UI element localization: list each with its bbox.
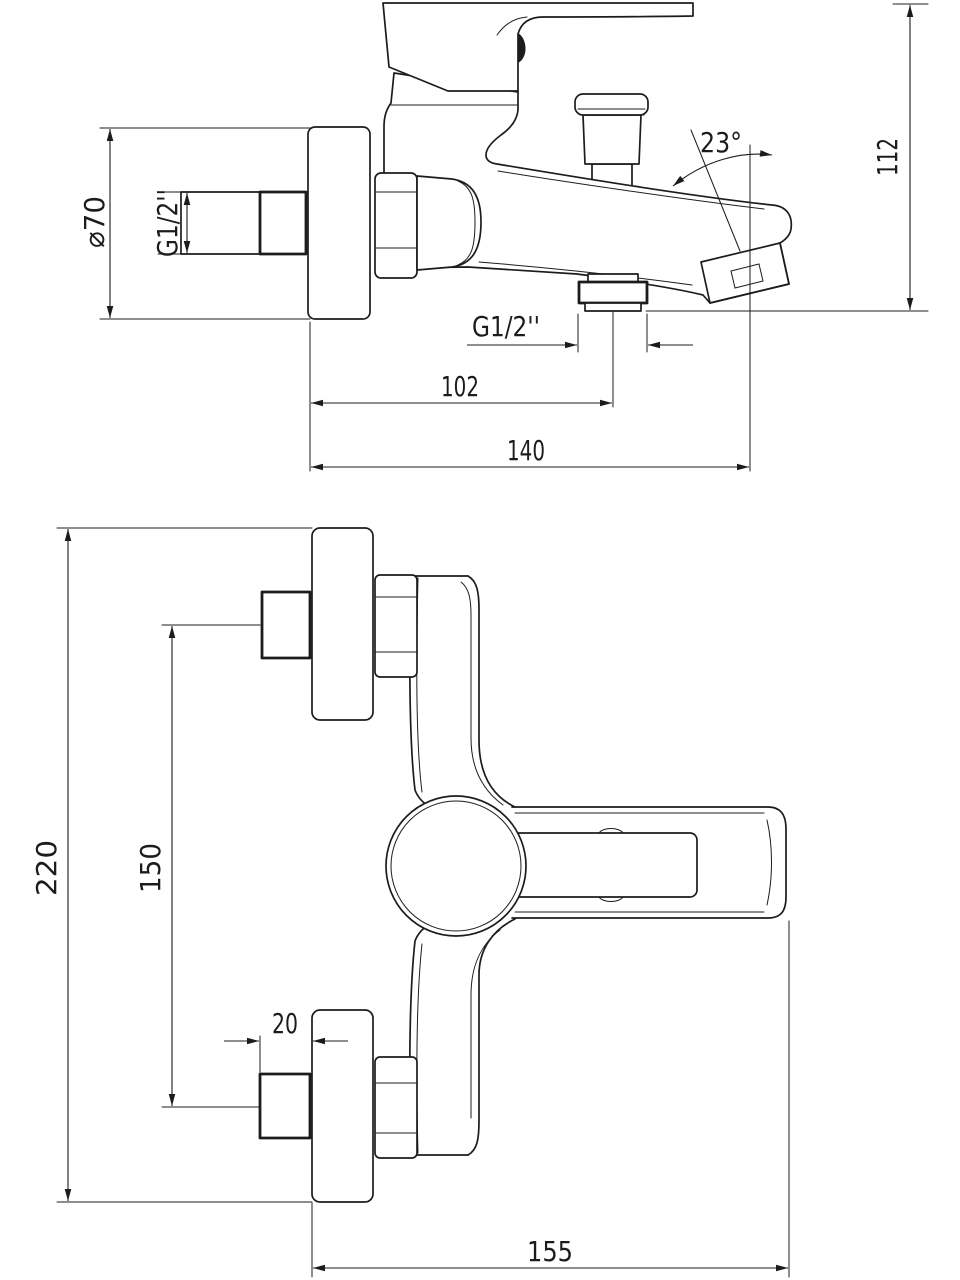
lower-hex-nut-chamfers [374,1082,418,1134]
dim-spout-reach-label: 140 [507,434,545,467]
hex-nut [374,172,418,279]
spout-top-inner-line [497,170,765,210]
dim-overall-height-label: 112 [871,138,904,176]
lower-eccentric [258,1072,312,1140]
dim-overall-span-label: 220 [30,840,63,896]
dim-eccentric-offset: 20 [224,1007,348,1073]
cartridge-dome-inner [390,800,522,932]
side-view: ⌀70 G1/2'' G1/2'' 23° 112 [78,2,929,472]
dim-spout-angle: 23° [672,126,773,472]
dim-overall-depth: 155 [311,920,790,1278]
upper-wall-connection [260,527,418,721]
lower-tube [408,918,516,1156]
upper-tube [408,575,516,808]
dim-overall-span: 220 [30,527,313,1203]
dim-eccentric-offset-label: 20 [272,1007,298,1040]
dim-spout-reach: 140 [311,434,749,471]
dim-inlet-spacing-label: 150 [134,843,167,893]
wall-plate [307,126,371,320]
lower-wall-connection [258,1009,418,1203]
aerator [700,242,790,304]
hose-outlet-thread [584,302,642,312]
hose-outlet-flange [577,280,649,305]
dim-plate-diameter-label: ⌀70 [78,196,111,248]
dim-outlet-offset-label: 102 [441,370,479,403]
plan-spout [506,806,787,919]
upper-hex-nut-chamfers [374,596,418,653]
plan-view: 220 150 20 155 [30,527,790,1278]
cone-flange [416,175,482,271]
dim-inlet-spacing: 150 [134,624,261,1108]
dim-hose-thread: G1/2'' [467,310,693,408]
lever-handle [382,2,694,92]
inlet-pipe [180,191,262,255]
handle-dot [518,33,526,63]
lower-hex-nut [374,1056,418,1159]
upper-wall-plate [311,527,374,721]
dim-overall-height: 112 [645,3,929,312]
dim-outlet-offset: 102 [309,321,612,472]
dim-overall-depth-label: 155 [527,1235,573,1268]
handle-detail-curve [496,16,528,36]
body-and-spout [383,72,793,304]
upper-hex-nut [374,574,418,678]
upper-eccentric [260,590,312,660]
cone-flange-inner [457,180,476,266]
dim-plate-diameter: ⌀70 [78,127,311,320]
diverter-cap [574,93,649,116]
dim-inlet-thread-label: G1/2'' [151,189,184,257]
dim-spout-angle-label: 23° [700,126,742,159]
spout-bottom-inner-line [478,261,693,286]
lower-wall-plate [311,1009,374,1203]
diverter-body [582,114,642,165]
cartridge-dome [385,795,527,937]
dim-hose-thread-label: G1/2'' [472,310,540,343]
eccentric-collar [258,190,308,256]
hex-nut-chamfers [374,191,418,249]
dim-inlet-thread: G1/2'' [151,189,191,257]
